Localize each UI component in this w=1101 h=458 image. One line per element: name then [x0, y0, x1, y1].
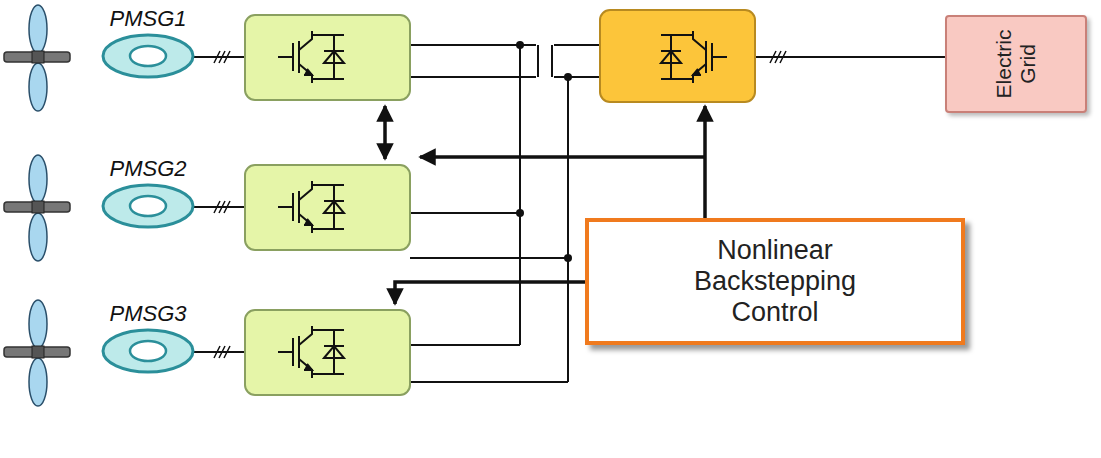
generator-rotor: [130, 46, 166, 66]
junction-dot: [564, 73, 572, 81]
dc-link-capacitor: [536, 42, 554, 80]
generator-outline: [103, 35, 193, 77]
system-illustration: [4, 5, 70, 111]
dc-link-capacitor: [537, 45, 539, 77]
generator-circle: PMSG3: [100, 301, 196, 375]
generator-circle: PMSG2: [100, 156, 196, 230]
dc-bus: [410, 344, 520, 346]
converter-box: [245, 310, 410, 395]
generator-label: PMSG2: [100, 156, 196, 182]
generator-label: PMSG1: [100, 6, 196, 32]
control-signal: [395, 282, 585, 304]
generator-shape: [100, 32, 196, 80]
ac-wire: [193, 56, 245, 58]
converter-box: [245, 165, 410, 250]
junction-dot: [564, 254, 572, 262]
generator-shape: [100, 182, 196, 230]
control-signal: [383, 106, 387, 159]
box-label: Electric Grid: [992, 22, 1040, 106]
ac-wire: [193, 351, 245, 353]
system-illustration: [214, 51, 230, 63]
generator-circle: PMSG1: [100, 6, 196, 80]
ac-wire: [193, 206, 245, 208]
system-illustration: [214, 346, 230, 358]
system-illustration: [278, 181, 344, 233]
system-illustration: [214, 201, 230, 213]
system-illustration: [4, 300, 70, 406]
dc-link-capacitor: [551, 45, 553, 77]
converter-box: [600, 10, 755, 102]
system-illustration: [278, 326, 344, 378]
dc-bus: [410, 257, 568, 259]
dc-bus: [410, 45, 600, 382]
grid-box: Electric Grid: [945, 15, 1087, 113]
junction-dot: [516, 41, 524, 49]
junction-dot: [516, 209, 524, 217]
system-illustration: [661, 31, 727, 83]
dc-bus: [410, 212, 520, 214]
control-signal: [420, 155, 705, 159]
system-illustration: [4, 155, 70, 261]
dc-bus: [410, 381, 568, 383]
generator-outline: [103, 330, 193, 372]
system-illustration: [278, 31, 344, 83]
generator-rotor: [130, 196, 166, 216]
converter-box: [245, 15, 410, 100]
control-box: Nonlinear Backstepping Control: [585, 218, 965, 345]
box-label: Nonlinear Backstepping Control: [680, 235, 870, 328]
generator-rotor: [130, 341, 166, 361]
control-signal: [703, 106, 707, 218]
generator-outline: [103, 185, 193, 227]
dc-bus: [567, 77, 569, 382]
dc-bus: [410, 44, 600, 46]
generator-shape: [100, 327, 196, 375]
generator-label: PMSG3: [100, 301, 196, 327]
junction-dot: [516, 41, 572, 262]
dc-bus: [519, 45, 521, 345]
dc-link-capacitor: [536, 42, 554, 80]
system-illustration: [770, 51, 786, 63]
system-illustration: [661, 31, 727, 83]
